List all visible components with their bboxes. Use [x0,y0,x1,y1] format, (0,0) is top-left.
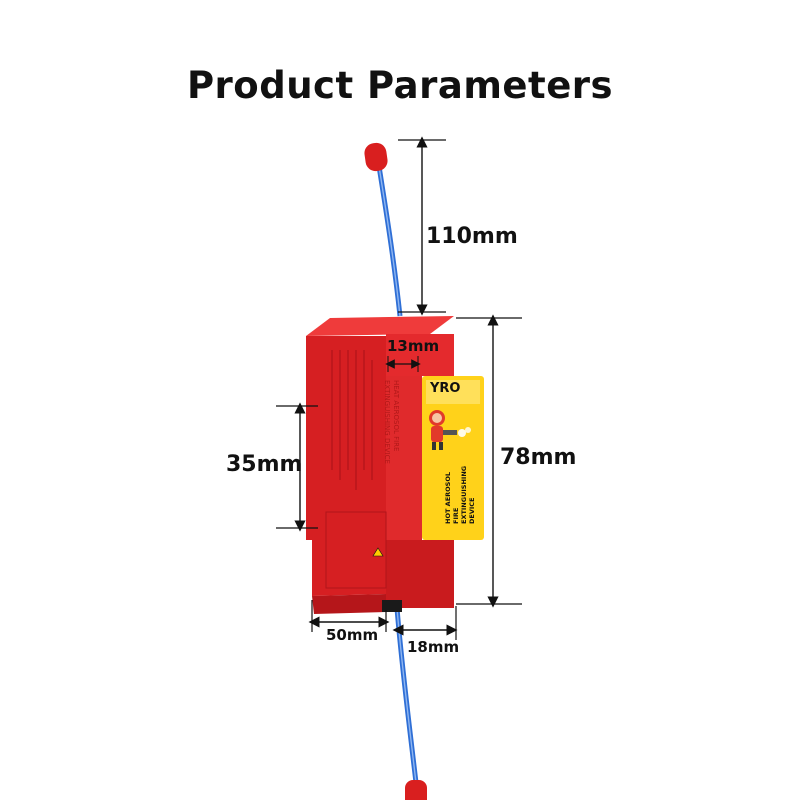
wire-cap-top [364,142,388,172]
mascot-illustration [429,410,471,450]
device-top-face [306,316,454,336]
dim-label-base-width: 50mm [326,626,379,644]
device-side-left [306,336,386,596]
embossed-text-lines [331,350,373,490]
label-text-line-1: HOT AEROSOL [444,471,452,524]
embossed-text-2: EXTINGUISHING DEVICE [383,380,391,464]
label-text-line-2: FIRE [452,507,460,524]
device-front-lower [386,540,454,608]
dim-label-antenna: 110mm [426,224,518,249]
wire-cap-bottom [405,780,427,800]
dim-label-inner-height: 35mm [226,452,303,477]
device-front-upper [386,334,454,376]
brand-logo-text: YRO [430,381,461,396]
dim-label-base-side: 18mm [407,638,460,656]
embossed-panel [325,511,387,589]
wire-grommet [382,600,402,612]
warning-triangle [372,547,384,557]
label-text-line-4: DEVICE [468,497,476,525]
device-base [312,594,386,614]
embossed-text-1: HEAT AEROSOL FIRE [392,380,400,452]
dim-label-top-width: 13mm [387,337,440,355]
label-text-line-3: EXTINGUISHING [460,465,468,524]
dim-label-height: 78mm [500,445,577,470]
page-title: Product Parameters [186,64,614,107]
device-front-mid [386,376,422,540]
